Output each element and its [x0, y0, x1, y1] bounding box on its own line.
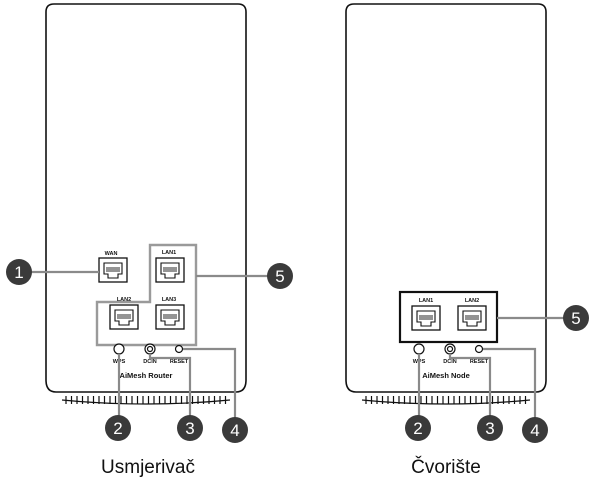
router-caption: Usmjerivač [101, 457, 195, 478]
router-callout-3: 3 [177, 415, 203, 441]
node-body [345, 3, 547, 393]
svg-text:3: 3 [485, 419, 494, 438]
svg-text:3: 3 [185, 419, 194, 438]
node-brand-label: AiMesh Node [422, 371, 470, 380]
router-lan1-label: LAN1 [162, 250, 176, 256]
svg-text:4: 4 [530, 421, 539, 440]
node-leader-4 [483, 347, 537, 420]
node-device: LAN1 LAN2 WPS DCIN RESET AiMesh Node 5 2 [345, 3, 589, 478]
node-callout-4: 4 [522, 417, 548, 443]
router-lan2-port [109, 304, 139, 330]
node-leader-3 [448, 354, 492, 418]
router-callout-2: 2 [105, 415, 131, 441]
router-reset-label: RESET [170, 359, 189, 365]
router-callout-5: 5 [267, 263, 293, 289]
svg-text:1: 1 [14, 263, 23, 282]
router-callout-4: 4 [222, 417, 248, 443]
node-caption: Čvorište [411, 456, 481, 478]
router-dcin-label: DCIN [143, 359, 156, 365]
node-dcin-port [444, 343, 456, 355]
router-device: WAN LAN1 LAN2 LAN3 WPS DCIN RESET AiMesh… [6, 3, 293, 478]
router-body [45, 3, 247, 393]
router-dcin-port [144, 343, 156, 355]
router-lan3-label: LAN3 [162, 297, 176, 303]
node-vents [361, 396, 531, 405]
router-lan2-label: LAN2 [117, 297, 131, 303]
node-reset-button [474, 344, 484, 354]
node-lan2-label: LAN2 [465, 298, 479, 304]
router-vents [61, 396, 231, 405]
router-reset-button [174, 344, 184, 354]
svg-text:4: 4 [230, 421, 239, 440]
router-leader-3 [148, 354, 192, 418]
svg-text:2: 2 [113, 419, 122, 438]
router-lan1-port [155, 257, 185, 283]
node-dcin-label: DCIN [443, 359, 456, 365]
node-wps-button [413, 343, 425, 355]
node-callout-3: 3 [477, 415, 503, 441]
node-callout-5: 5 [563, 305, 589, 331]
router-lan3-port [155, 304, 185, 330]
router-wan-port [98, 257, 128, 283]
svg-text:5: 5 [571, 309, 580, 328]
router-wps-button [113, 343, 125, 355]
node-reset-label: RESET [470, 359, 489, 365]
router-wan-label: WAN [105, 251, 118, 257]
router-callout-1: 1 [6, 259, 32, 285]
router-leader-4 [183, 347, 237, 420]
router-brand-label: AiMesh Router [120, 371, 173, 380]
svg-text:5: 5 [275, 267, 284, 286]
node-callout-2: 2 [405, 415, 431, 441]
router-lan-group-outline [95, 243, 198, 347]
node-lan2-port [457, 305, 487, 331]
node-lan1-label: LAN1 [419, 298, 433, 304]
node-lan1-port [411, 305, 441, 331]
svg-text:2: 2 [413, 419, 422, 438]
